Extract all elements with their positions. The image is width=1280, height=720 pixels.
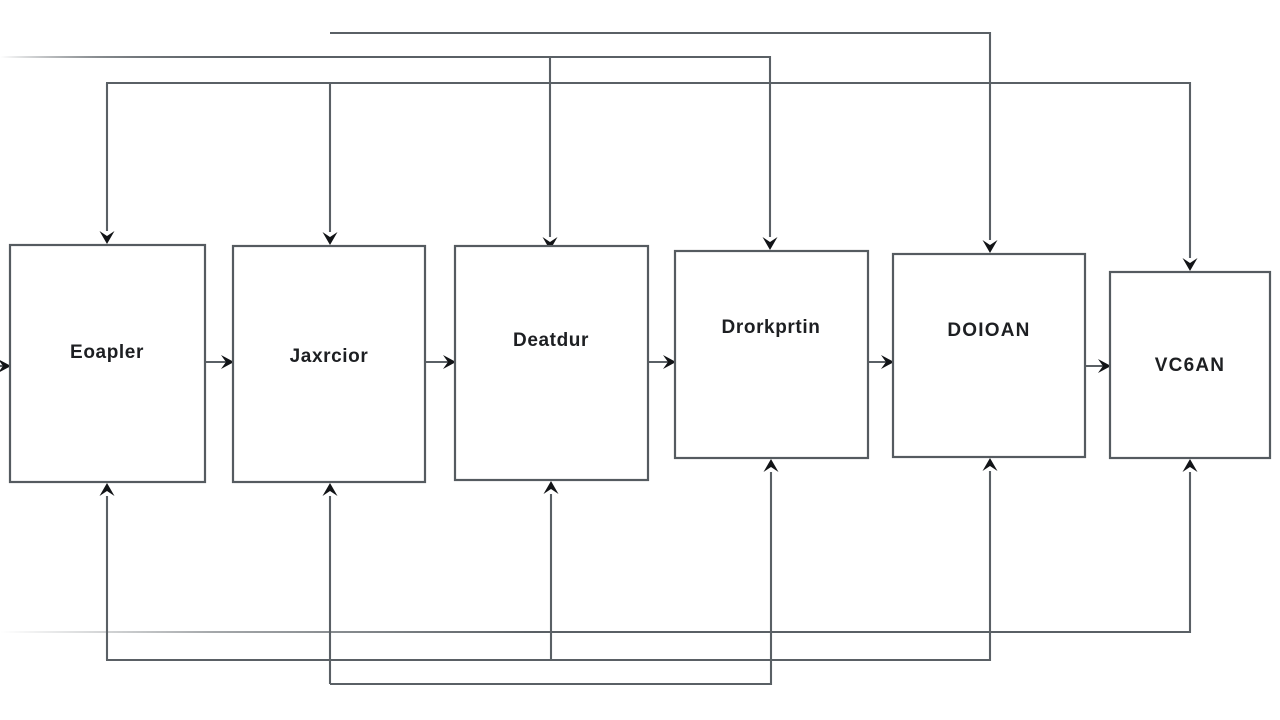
node-label-n3: Deatdur xyxy=(513,330,589,351)
node-label-n4: Drorkprtin xyxy=(722,317,821,338)
node-label-n5: DOIOAN xyxy=(947,320,1030,341)
arrow-head-icon-bottom-b-b xyxy=(982,458,998,471)
node-n6[interactable]: VC6AN xyxy=(1108,270,1272,460)
arrow-head-icon-e-1-2 xyxy=(221,355,234,369)
arrow-head-icon-bottom-b-a xyxy=(1182,459,1198,472)
arrow-head-icon-e-3-4 xyxy=(663,355,676,369)
node-box-n5[interactable] xyxy=(891,252,1087,459)
feedback-edge-bottom-b-a xyxy=(0,472,1192,634)
node-n1[interactable]: Eoapler xyxy=(8,243,207,484)
arrow-head-icon-bottom-b-f xyxy=(322,483,338,496)
arrow-head-icon-top-t-f xyxy=(322,232,338,245)
bottom-feedback-bus-group xyxy=(0,458,1198,686)
node-group: Eoapler Jaxrcior Deatdur Drorkprtin DOIOAN VC… xyxy=(8,243,1272,484)
node-n5[interactable]: DOIOAN xyxy=(891,252,1087,459)
arrow-head-icon-e-4-5 xyxy=(881,355,894,369)
arrow-head-icon-e-5-6 xyxy=(1098,359,1111,373)
node-n4[interactable]: Drorkprtin xyxy=(673,249,870,460)
node-label-n2: Jaxrcior xyxy=(290,346,369,367)
node-box-n3[interactable] xyxy=(453,244,650,482)
node-box-n6[interactable] xyxy=(1108,270,1272,460)
node-box-n1[interactable] xyxy=(8,243,207,484)
feedback-edge-top-t-e xyxy=(105,81,109,231)
node-box-n2[interactable] xyxy=(231,244,427,484)
arrow-head-icon-top-t-e xyxy=(99,231,115,244)
arrow-head-icon-top-t-b xyxy=(762,237,778,250)
node-label-n1: Eoapler xyxy=(70,342,144,363)
node-label-n6: VC6AN xyxy=(1155,355,1225,376)
arrow-head-icon-bottom-b-c xyxy=(99,483,115,496)
node-box-n4[interactable] xyxy=(673,249,870,460)
feedback-edge-top-t-c xyxy=(330,31,992,240)
feedback-edge-bottom-b-e xyxy=(330,472,773,686)
feedback-edge-bottom-b-c xyxy=(105,496,109,662)
arrow-head-icon-bottom-b-e xyxy=(763,459,779,472)
node-n2[interactable]: Jaxrcior xyxy=(231,244,427,484)
feedback-edge-bottom-b-d xyxy=(106,494,553,662)
feedback-edge-top-t-d xyxy=(106,81,1192,258)
arrow-head-icon-e-2-3 xyxy=(443,355,456,369)
arrow-head-icon-e-in xyxy=(0,360,11,372)
arrow-head-icon-bottom-b-d xyxy=(543,481,559,494)
top-feedback-bus-group xyxy=(0,31,1198,271)
node-n3[interactable]: Deatdur xyxy=(453,244,650,482)
arrow-head-icon-top-t-a xyxy=(542,237,558,250)
feedback-edge-top-t-f xyxy=(106,81,332,232)
arrow-head-icon-top-t-d xyxy=(1182,258,1198,271)
forward-edge-group xyxy=(0,355,1111,373)
arrow-head-icon-top-t-c xyxy=(982,240,998,253)
feedback-edge-top-t-b xyxy=(0,55,772,237)
